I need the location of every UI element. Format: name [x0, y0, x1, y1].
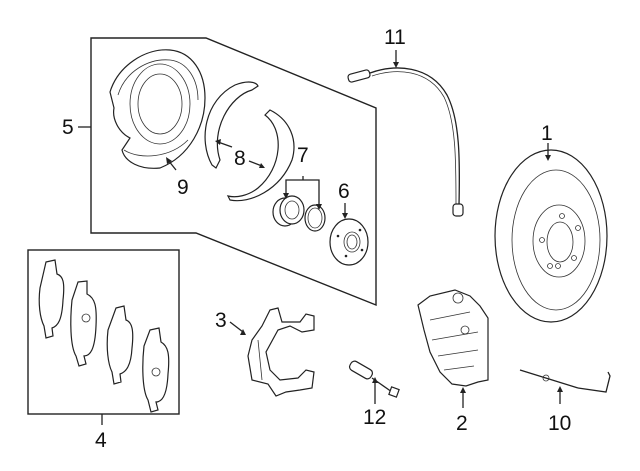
callout-12[interactable]: 12: [363, 406, 386, 429]
brake-pads-part[interactable]: [38, 259, 170, 413]
caliper-bracket-part[interactable]: [229, 307, 315, 397]
callout-1[interactable]: 1: [541, 122, 553, 145]
callout-10[interactable]: 10: [548, 412, 571, 435]
callout-6[interactable]: 6: [338, 180, 350, 203]
callout-4[interactable]: 4: [95, 429, 107, 452]
brake-caliper-part[interactable]: [417, 289, 489, 408]
callout-5[interactable]: 5: [62, 116, 74, 139]
brake-rotor-part[interactable]: [494, 143, 608, 323]
callout-9[interactable]: 9: [177, 176, 189, 199]
backing-plate-part[interactable]: [109, 49, 206, 171]
wheel-bearing-part[interactable]: [272, 176, 326, 232]
callout-2[interactable]: 2: [456, 412, 468, 435]
callout-11[interactable]: 11: [384, 26, 406, 49]
callout-3[interactable]: 3: [215, 309, 227, 332]
callout-8[interactable]: 8: [234, 147, 246, 170]
abs-speed-sensor-part[interactable]: [347, 50, 464, 217]
parking-brake-shoes-part[interactable]: [204, 81, 295, 202]
pad-wear-sensor-rear-part[interactable]: [519, 369, 611, 404]
pad-wear-sensor-part[interactable]: [348, 360, 400, 404]
wheel-hub-part[interactable]: [329, 203, 369, 266]
callout-7[interactable]: 7: [297, 144, 309, 167]
